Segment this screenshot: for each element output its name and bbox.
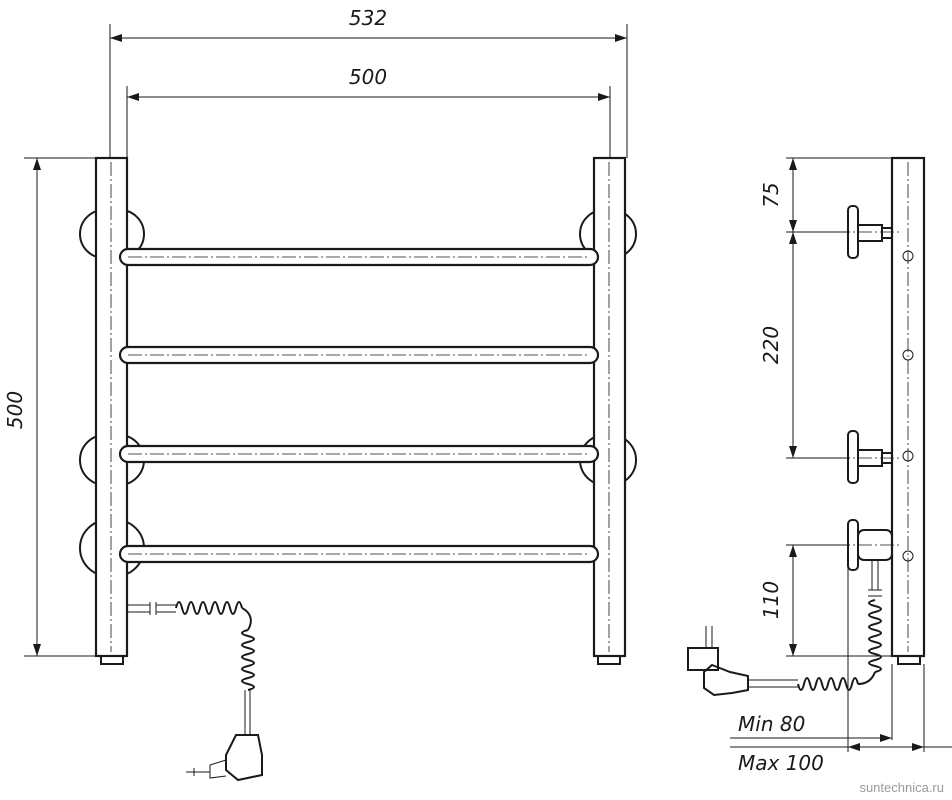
left-foot bbox=[100, 655, 124, 665]
right-post bbox=[592, 156, 627, 658]
max-distance-label: Max 100 bbox=[738, 751, 824, 775]
dimension-chain: 75 220 110 bbox=[759, 157, 892, 657]
left-post bbox=[94, 156, 129, 658]
heater-mount bbox=[836, 519, 900, 571]
crossbars bbox=[118, 247, 600, 564]
dimension-wall-distance: Min 80 Max 100 bbox=[730, 565, 952, 775]
bar-end-markers bbox=[902, 250, 914, 562]
top-offset-label: 75 bbox=[759, 182, 783, 207]
height-label: 500 bbox=[3, 391, 27, 429]
right-foot bbox=[597, 655, 621, 665]
middle-bracket bbox=[836, 430, 900, 484]
side-view: 75 220 110 bbox=[687, 156, 952, 775]
side-foot bbox=[897, 655, 921, 665]
min-distance-label: Min 80 bbox=[738, 712, 805, 736]
dimension-inner-width: 500 bbox=[126, 65, 611, 158]
bottom-offset-label: 110 bbox=[759, 581, 783, 619]
power-cord-side bbox=[687, 560, 882, 697]
inner-width-label: 500 bbox=[349, 65, 387, 89]
power-cord-front bbox=[127, 601, 263, 782]
bracket-spacing-label: 220 bbox=[759, 326, 783, 364]
watermark: suntechnica.ru bbox=[859, 780, 944, 795]
upper-bracket bbox=[836, 205, 900, 259]
overall-width-label: 532 bbox=[349, 6, 387, 30]
front-view: 532 500 500 bbox=[3, 6, 637, 782]
dimension-height: 500 bbox=[3, 157, 96, 657]
dimension-overall-width: 532 bbox=[109, 6, 628, 158]
